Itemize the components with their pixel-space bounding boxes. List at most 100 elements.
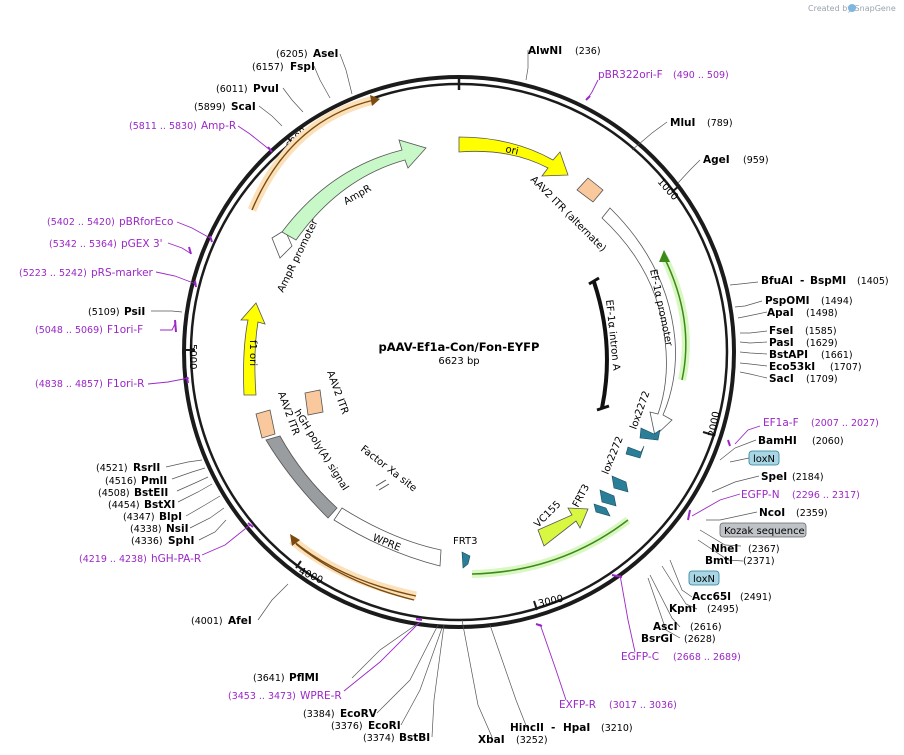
site-asci[interactable]: AscI (2616) [653,621,722,633]
svg-text:(6205): (6205) [276,49,308,60]
svg-text:XbaI: XbaI [478,734,505,746]
primer-exfp-r[interactable]: EXFP-R (3017 .. 3036) [559,699,677,711]
boxed-label-loxn-bottom[interactable]: loxN [688,570,720,586]
site-asei[interactable]: (6205) AseI [276,48,338,60]
site-bstbi[interactable]: (3374) BstBI [363,732,430,744]
feature-lox2272-b[interactable] [625,445,645,459]
feature-ef1a-intron[interactable] [592,281,609,409]
primer-ef1a-f[interactable]: EF1a-F (2007 .. 2027) [763,417,879,429]
feature-factor-xa[interactable] [375,479,390,491]
feature-loxn-b[interactable] [593,503,611,517]
site-pspomi[interactable]: PspOMI (1494) [765,295,853,307]
primer-pbrforeco[interactable]: (5402 .. 5420) pBRforEco [47,216,173,228]
site-pmli[interactable]: (4516) PmlI [105,475,167,487]
svg-text:(3017 .. 3036): (3017 .. 3036) [609,700,677,711]
svg-text:HincII: HincII [510,722,544,734]
site-bsteii[interactable]: (4508) BstEII [98,487,168,499]
feature-ori[interactable] [458,136,569,177]
svg-text:(5223 .. 5242): (5223 .. 5242) [19,268,87,279]
svg-text:RsrII: RsrII [133,462,160,474]
svg-text:WPRE-R: WPRE-R [300,690,342,702]
feature-frt3-right[interactable] [599,489,617,507]
feature-lox2272-a[interactable] [639,427,661,441]
primer-pgex-3[interactable]: (5342 .. 5364) pGEX 3' [49,238,163,250]
svg-text:pRS-marker: pRS-marker [91,267,154,279]
feature-frt3-bottom[interactable] [461,551,471,569]
primer-pbr322ori-f[interactable]: pBR322ori-F (490 .. 509) [598,69,729,81]
svg-text:(3384): (3384) [303,709,335,720]
site-nhei[interactable]: NheI (2367) [711,543,780,555]
svg-text:(4838 .. 4857): (4838 .. 4857) [35,379,103,390]
primer-f1ori-r[interactable]: (4838 .. 4857) F1ori-R [35,378,144,390]
site-xbai[interactable]: XbaI (3252) [478,734,548,746]
site-spei[interactable]: SpeI (2184) [761,471,824,483]
site-saci[interactable]: SacI (1709) [769,373,838,385]
svg-text:BstAPI: BstAPI [769,349,808,361]
site-bamhi[interactable]: BamHI (2060) [758,435,844,447]
site-ecorv[interactable]: (3384) EcoRV [303,708,378,720]
primer-egfp-n[interactable]: EGFP-N (2296 .. 2317) [741,489,860,501]
svg-text:ScaI: ScaI [231,101,256,113]
site-bstxi[interactable]: (4454) BstXI [108,499,175,511]
primer-f1ori-f[interactable]: (5048 .. 5069) F1ori-F [35,324,143,336]
svg-text:PspOMI: PspOMI [765,295,810,307]
site-hincii-hpai[interactable]: HincII - HpaI (3210) [510,722,633,734]
site-bsrgi[interactable]: BsrGI (2628) [641,633,716,645]
site-psii[interactable]: (5109) PsiI [88,306,145,318]
svg-text:(2060): (2060) [812,436,844,447]
site-alwni[interactable]: AlwNI (236) [528,45,601,57]
boxed-label-kozak[interactable]: Kozak sequence [719,522,807,538]
svg-text:(4347): (4347) [123,512,155,523]
feature-wpre[interactable] [333,507,442,567]
svg-text:PvuI: PvuI [253,83,279,95]
svg-text:Kozak sequence: Kozak sequence [724,526,805,537]
site-fspi[interactable]: (6157) FspI [252,61,315,73]
site-mlui[interactable]: MluI (789) [670,117,733,129]
site-blpi[interactable]: (4347) BlpI [123,511,182,523]
site-acc65i[interactable]: Acc65I (2491) [692,591,772,603]
feature-label-lox2272-b: lox2272 [601,435,626,476]
site-agei[interactable]: AgeI (959) [703,154,769,166]
site-eco53ki[interactable]: Eco53kI (1707) [769,361,862,373]
feature-ampr[interactable] [281,139,427,241]
site-bfuai-bspmi[interactable]: BfuAI - BspMI (1405) [761,275,889,287]
svg-text:(2491): (2491) [740,592,772,603]
site-pflmi[interactable]: (3641) PflMI [253,672,319,684]
site-ecori[interactable]: (3376) EcoRI [331,720,401,732]
feature-loxn-a[interactable] [611,475,629,493]
svg-text:(3252): (3252) [516,735,548,746]
feature-aav2-itr-alt[interactable] [576,177,604,203]
feature-aav2-itr-inner[interactable] [304,389,324,416]
feature-vc155[interactable] [537,507,589,547]
boxed-label-loxn-top[interactable]: loxN [748,450,780,466]
svg-text:(1709): (1709) [806,374,838,385]
site-ncoi[interactable]: NcoI (2359) [759,507,828,519]
site-pvui[interactable]: (6011) PvuI [216,83,279,95]
svg-text:BspMI: BspMI [810,275,846,287]
primer-egfp-c[interactable]: EGFP-C (2668 .. 2689) [621,651,741,663]
feature-f1-ori[interactable] [240,302,266,396]
site-pasi[interactable]: PasI (1629) [769,337,838,349]
site-sphi[interactable]: (4336) SphI [131,535,194,547]
feature-hgh-polya[interactable] [265,435,338,519]
site-scai[interactable]: (5899) ScaI [194,101,256,113]
feature-ampr-promoter[interactable] [271,229,293,259]
feature-aav2-itr-left[interactable] [255,409,276,439]
site-afei[interactable]: (4001) AfeI [191,615,252,627]
site-fsei[interactable]: FseI (1585) [769,325,837,337]
primer-prs-marker[interactable]: (5223 .. 5242) pRS-marker [19,267,154,279]
site-bmti[interactable]: BmtI (2371) [705,555,775,567]
svg-text:(236): (236) [575,46,601,57]
primer-amp-r[interactable]: (5811 .. 5830) Amp-R [129,120,236,132]
svg-text:(2371): (2371) [743,556,775,567]
site-kpni[interactable]: KpnI (2495) [669,603,739,615]
primer-hgh-pa-r[interactable]: (4219 .. 4238) hGH-PA-R [79,553,201,565]
site-apai[interactable]: ApaI (1498) [767,307,838,319]
site-nsii[interactable]: (4338) NsiI [130,523,189,535]
svg-text:MluI: MluI [670,117,695,129]
site-rsrii[interactable]: (4521) RsrII [96,462,160,474]
site-bstapi[interactable]: BstAPI (1661) [769,349,853,361]
primer-wpre-r[interactable]: (3453 .. 3473) WPRE-R [228,690,342,702]
svg-text:pGEX 3': pGEX 3' [121,238,163,250]
